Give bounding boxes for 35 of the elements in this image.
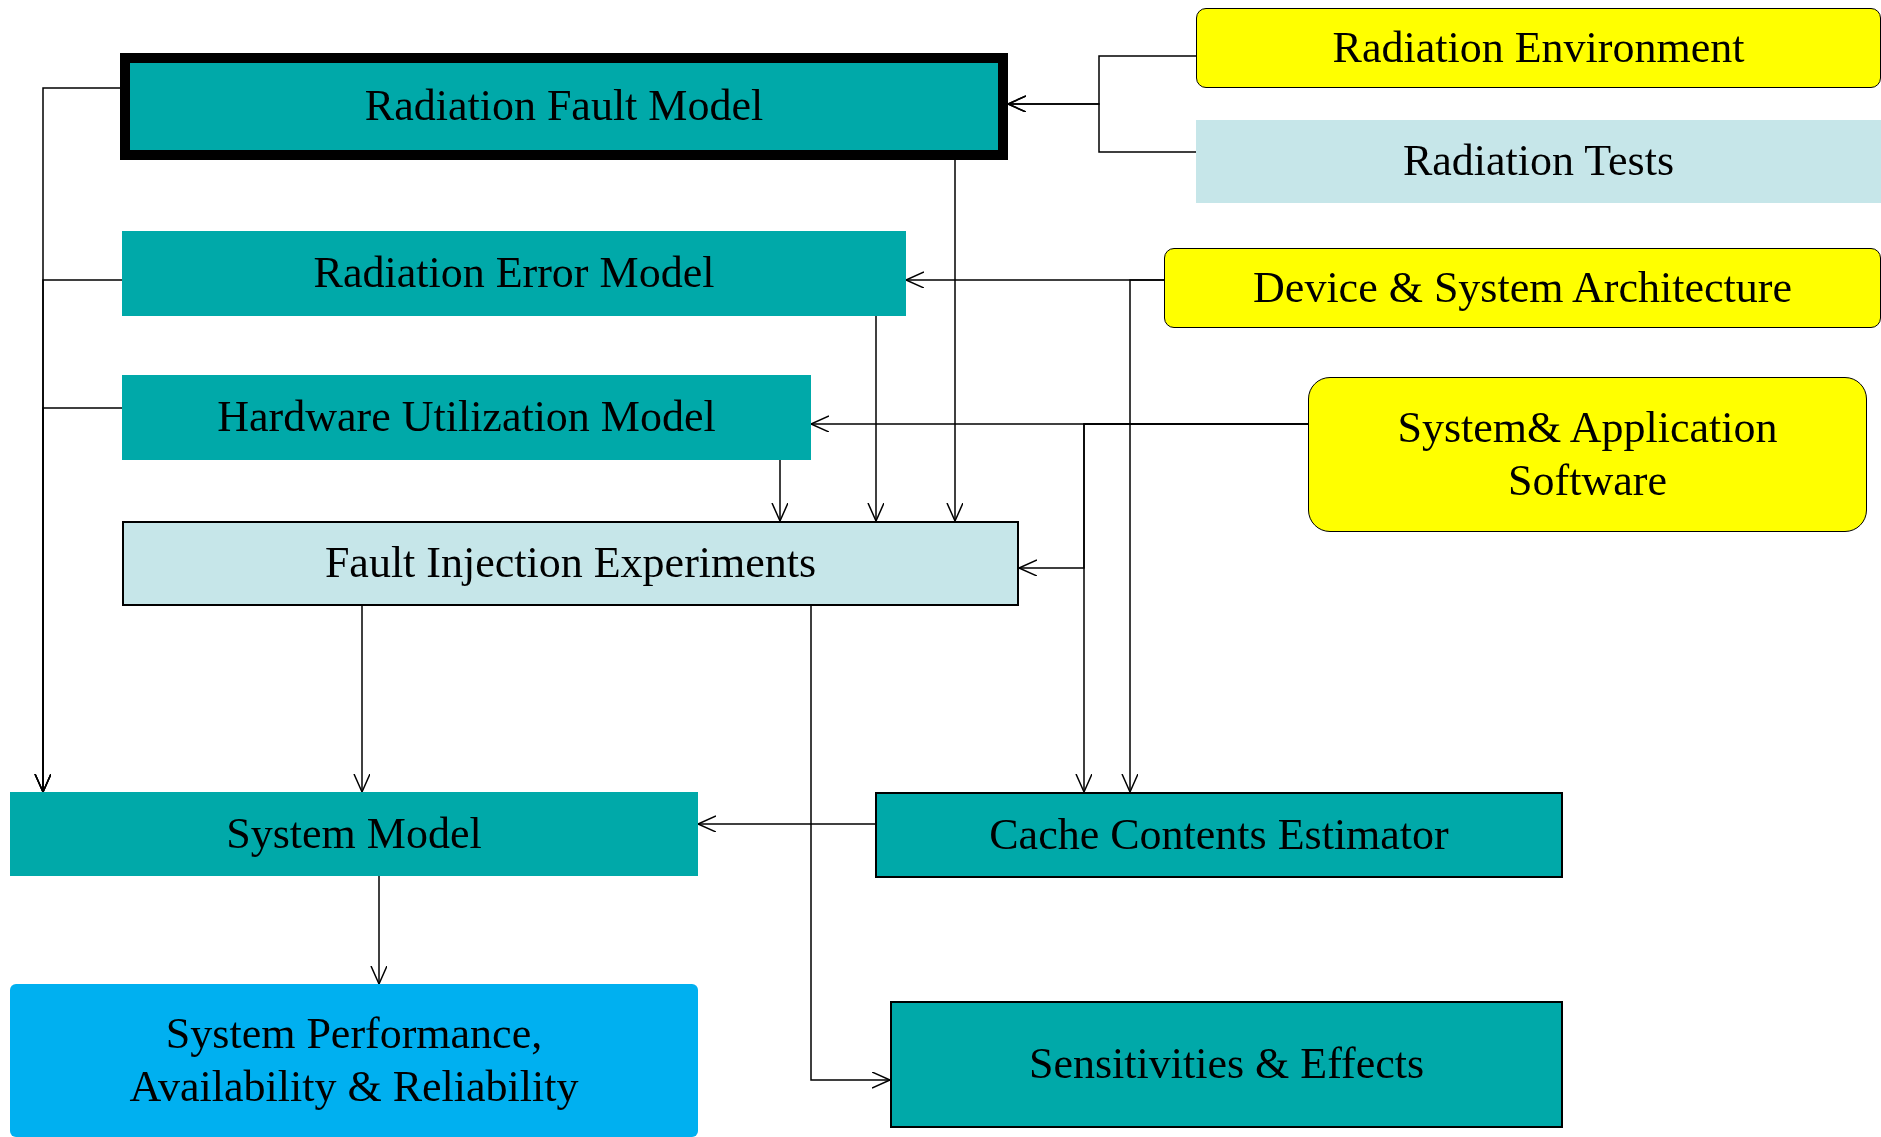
node-label: Device & System Architecture — [1253, 261, 1792, 314]
arrow — [867, 315, 885, 522]
node-label: Radiation Tests — [1402, 135, 1675, 188]
arrow — [34, 407, 123, 793]
process-box — [875, 792, 1563, 878]
arrow — [1075, 423, 1309, 793]
input-box — [1196, 8, 1881, 88]
node-label: Fault Injection Experiments — [324, 537, 817, 590]
arrow — [370, 875, 388, 985]
input-box — [1164, 248, 1881, 328]
node-label: Cache Contents Estimator — [989, 808, 1449, 861]
arrow — [1007, 95, 1197, 153]
process-box — [120, 53, 1008, 160]
node-label: System& Application Software — [1396, 401, 1779, 507]
process-box — [122, 375, 811, 460]
process-box — [10, 792, 698, 876]
output-box — [890, 1001, 1563, 1128]
node-label: System Model — [226, 807, 482, 860]
arrow — [353, 605, 371, 793]
input-box — [1308, 377, 1867, 532]
output-box — [10, 984, 698, 1137]
arrow — [810, 605, 891, 1089]
node-label: Sensitivities & Effects — [1028, 1038, 1425, 1091]
arrow — [1121, 279, 1165, 793]
process-box — [122, 521, 1019, 606]
arrow — [946, 159, 964, 522]
node-label: Radiation Fault Model — [364, 80, 764, 133]
arrow — [771, 459, 789, 522]
input-box — [1196, 120, 1881, 203]
process-box — [122, 231, 906, 316]
node-label: Radiation Environment — [1332, 21, 1745, 74]
arrow — [697, 815, 876, 833]
node-label: Hardware Utilization Model — [217, 391, 716, 444]
node-label: System Performance, Availability & Reliability — [128, 1007, 580, 1113]
node-label: Radiation Error Model — [313, 247, 715, 300]
